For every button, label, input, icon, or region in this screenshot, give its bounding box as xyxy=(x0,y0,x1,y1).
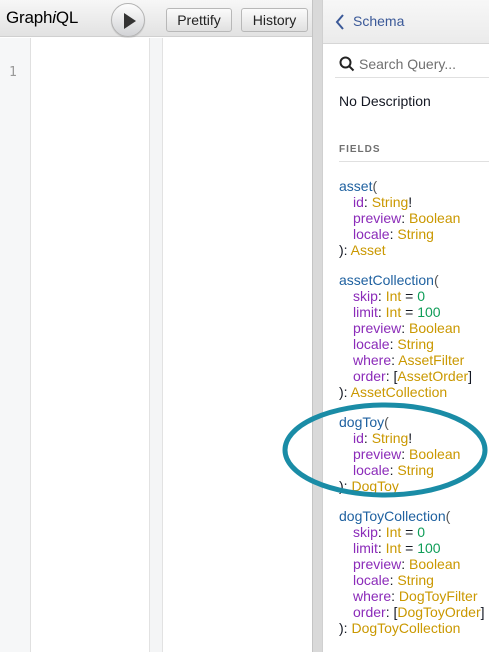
arg-type-link[interactable]: String xyxy=(397,572,434,588)
arg-name: locale xyxy=(353,462,390,478)
field-name-link[interactable]: dogToy xyxy=(339,414,385,430)
arg-type-link[interactable]: Int xyxy=(385,288,402,304)
arg-default-value: 100 xyxy=(417,304,441,320)
field-arg: id: String! xyxy=(353,194,413,210)
field-arg: locale: String xyxy=(353,572,434,588)
return-type-link[interactable]: DogToy xyxy=(351,478,399,494)
field-arg: preview: Boolean xyxy=(353,556,461,572)
arg-type-link[interactable]: String xyxy=(397,462,434,478)
arg-name: id xyxy=(353,430,364,446)
arg-name: locale xyxy=(353,336,390,352)
arg-default-value: 0 xyxy=(417,288,426,304)
arg-type-link[interactable]: Int xyxy=(385,524,402,540)
line-gutter: 1 xyxy=(0,38,31,652)
arg-name: where xyxy=(353,352,392,368)
execute-query-button[interactable] xyxy=(111,3,145,37)
field-arg: order: [DogToyOrder] xyxy=(353,604,485,620)
arg-type-link[interactable]: Boolean xyxy=(409,556,461,572)
doc-explorer-header: Schema xyxy=(323,0,489,44)
arg-type-link[interactable]: Boolean xyxy=(409,320,461,336)
arg-name: order xyxy=(353,368,386,384)
field-arg: where: DogToyFilter xyxy=(353,588,478,604)
arg-name: order xyxy=(353,604,386,620)
field-arg: order: [AssetOrder] xyxy=(353,368,473,384)
non-null-marker: ! xyxy=(408,194,413,210)
prettify-button[interactable]: Prettify xyxy=(166,8,232,32)
graphiql-logo: GraphiQL xyxy=(6,8,79,27)
field-arg: preview: Boolean xyxy=(353,320,461,336)
field-arg: locale: String xyxy=(353,226,434,242)
field-arg: locale: String xyxy=(353,462,434,478)
result-pane[interactable] xyxy=(163,38,312,652)
field-arg: skip: Int = 0 xyxy=(353,288,426,304)
arg-name: preview xyxy=(353,446,402,462)
field-arg: locale: String xyxy=(353,336,434,352)
return-type-link[interactable]: DogToyCollection xyxy=(351,620,461,636)
arg-type-link[interactable]: AssetFilter xyxy=(398,352,465,368)
fields-section-title: FIELDS xyxy=(339,144,489,162)
schema-description: No Description xyxy=(339,93,431,109)
arg-type-link[interactable]: Boolean xyxy=(409,210,461,226)
arg-type-link[interactable]: DogToyFilter xyxy=(398,588,478,604)
arg-name: skip xyxy=(353,288,378,304)
arg-default-value: 100 xyxy=(417,540,441,556)
field-arg: id: String! xyxy=(353,430,413,446)
arg-name: preview xyxy=(353,320,402,336)
arg-type-link[interactable]: String xyxy=(397,226,434,242)
arg-name: limit xyxy=(353,304,378,320)
field-arg: skip: Int = 0 xyxy=(353,524,426,540)
query-editor[interactable] xyxy=(31,38,149,652)
docs-resize-handle[interactable] xyxy=(312,0,322,652)
arg-type-link[interactable]: DogToyOrder xyxy=(397,604,481,620)
field-arg: limit: Int = 100 xyxy=(353,304,441,320)
arg-type-link[interactable]: Boolean xyxy=(409,446,461,462)
doc-search xyxy=(335,52,489,78)
return-type-link[interactable]: AssetCollection xyxy=(350,384,448,400)
arg-name: id xyxy=(353,194,364,210)
search-icon xyxy=(339,56,355,72)
play-icon xyxy=(124,13,136,29)
editor-resize-handle[interactable] xyxy=(149,38,163,652)
editor-area: 1 xyxy=(0,38,312,652)
field-arg: preview: Boolean xyxy=(353,210,461,226)
arg-name: preview xyxy=(353,556,402,572)
field-name-link[interactable]: asset xyxy=(339,178,373,194)
top-toolbar: GraphiQL Prettify History xyxy=(0,0,312,37)
arg-type-link[interactable]: AssetOrder xyxy=(397,368,469,384)
arg-name: locale xyxy=(353,226,390,242)
arg-name: preview xyxy=(353,210,402,226)
arg-type-link[interactable]: Int xyxy=(385,304,402,320)
arg-type-link[interactable]: String xyxy=(371,430,409,446)
field-arg: preview: Boolean xyxy=(353,446,461,462)
return-type-link[interactable]: Asset xyxy=(350,242,386,258)
arg-type-link[interactable]: Int xyxy=(385,540,402,556)
arg-type-link[interactable]: String xyxy=(371,194,409,210)
field-arg: where: AssetFilter xyxy=(353,352,465,368)
non-null-marker: ! xyxy=(408,430,413,446)
arg-name: skip xyxy=(353,524,378,540)
field-name-link[interactable]: assetCollection xyxy=(339,272,434,288)
field-arg: limit: Int = 100 xyxy=(353,540,441,556)
arg-type-link[interactable]: String xyxy=(397,336,434,352)
arg-name: locale xyxy=(353,572,390,588)
chevron-left-icon xyxy=(335,14,344,30)
line-number: 1 xyxy=(9,65,17,80)
schema-back-label: Schema xyxy=(353,13,405,29)
doc-search-input[interactable] xyxy=(359,52,487,76)
arg-default-value: 0 xyxy=(417,524,426,540)
arg-name: limit xyxy=(353,540,378,556)
field-name-link[interactable]: dogToyCollection xyxy=(339,508,446,524)
history-button[interactable]: History xyxy=(241,8,308,32)
doc-explorer: Schema No Description FIELDS asset(id: S… xyxy=(322,0,489,652)
arg-name: where xyxy=(353,588,392,604)
